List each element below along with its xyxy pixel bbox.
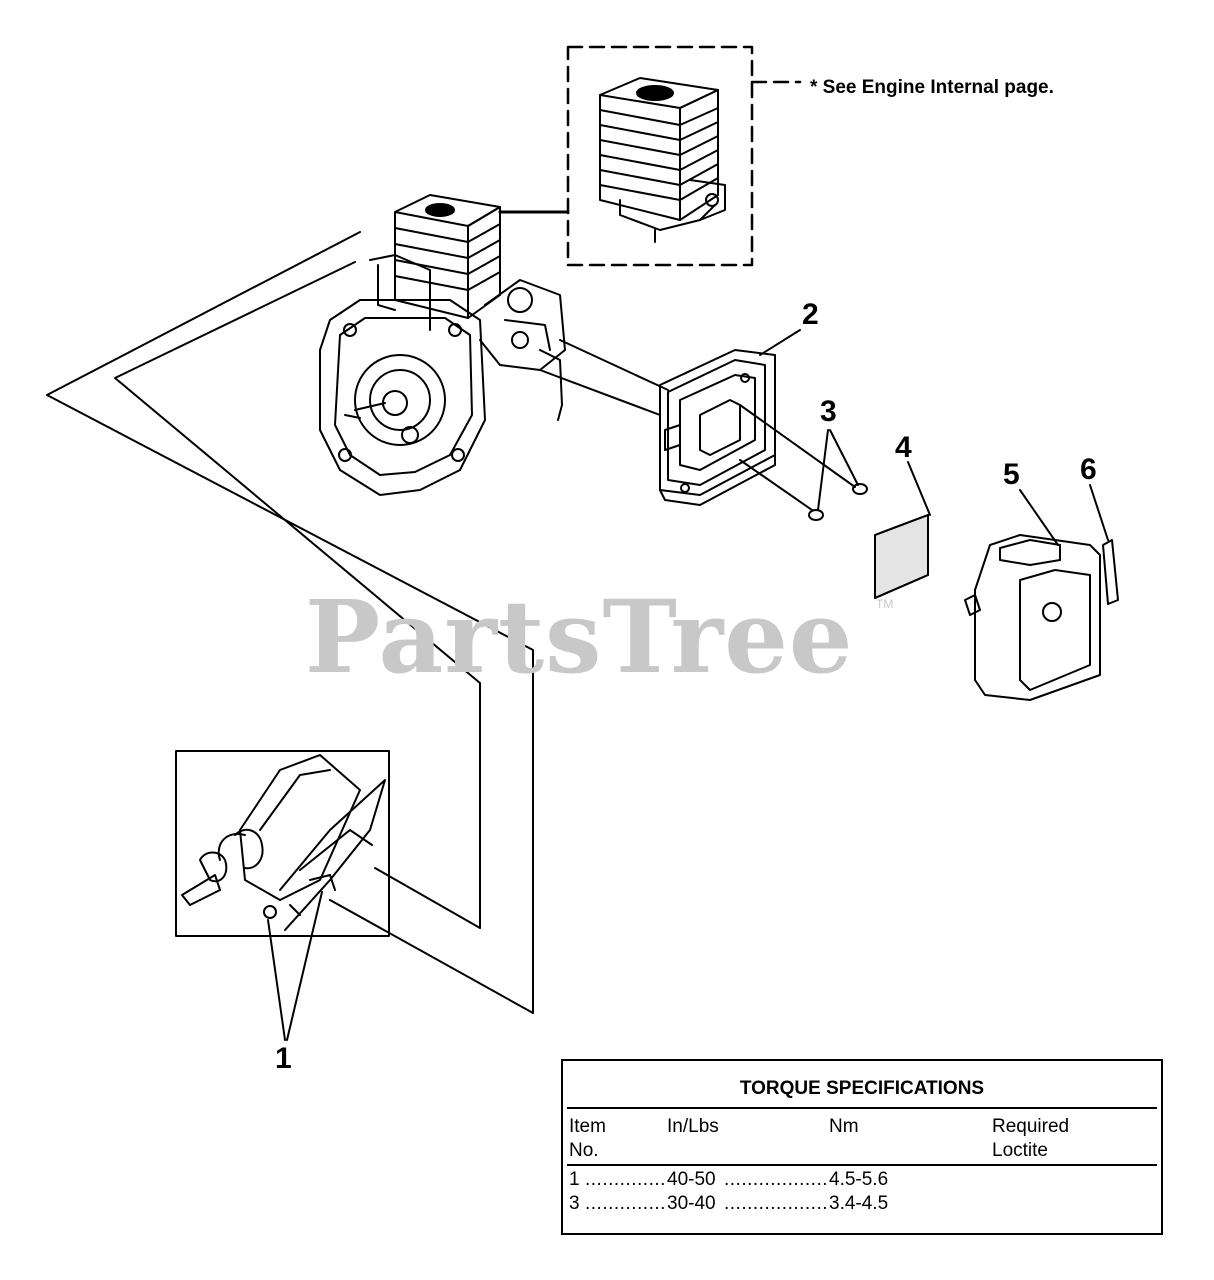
- callout-3-leader-b: [817, 429, 829, 511]
- header-item-no: Item No.: [569, 1115, 606, 1163]
- row-item: 1: [569, 1169, 580, 1190]
- watermark-tm: TM: [876, 597, 894, 611]
- header-required: Required: [992, 1116, 1070, 1137]
- row-nm: 4.5-5.6: [829, 1169, 889, 1190]
- callout-5: 5: [1003, 458, 1020, 491]
- callout-5-leader: [1019, 489, 1059, 546]
- torque-table-header-rule: [567, 1164, 1157, 1166]
- engine-internal-note: * See Engine Internal page.: [810, 77, 1054, 98]
- torque-table-title: TORQUE SPECIFICATIONS: [739, 1078, 985, 1099]
- callout-3: 3: [820, 395, 837, 428]
- callout-1-leader-b: [286, 891, 323, 1041]
- assembly-frame-link-2: [329, 899, 534, 1014]
- engine-assembly-illustration: [319, 194, 566, 496]
- starter-illustration: [181, 754, 386, 931]
- assembly-line-1: [559, 339, 669, 391]
- decal-illustration: [1102, 539, 1119, 605]
- callout-6: 6: [1080, 453, 1097, 486]
- row-dots: ........................................: [724, 1169, 828, 1190]
- table-row: 1 ................................ 40-50…: [569, 1168, 1159, 1192]
- table-row: 3 ................................ 30-40…: [569, 1192, 1159, 1216]
- callout-4: 4: [895, 431, 912, 464]
- callout-1-leader-a: [267, 919, 286, 1041]
- row-dots: ................................: [585, 1169, 665, 1190]
- nut-illustrations: [808, 483, 868, 521]
- callout-1: 1: [275, 1042, 292, 1075]
- header-loctite: Loctite: [992, 1140, 1048, 1161]
- callout-4-leader: [907, 461, 931, 516]
- assembly-frame-link-1: [374, 867, 481, 929]
- header-nm: Nm: [829, 1116, 859, 1137]
- assembly-frame-outer: [46, 231, 534, 1014]
- row-item: 3: [569, 1193, 580, 1214]
- air-filter-base-illustration: [659, 349, 776, 506]
- callout-2: 2: [802, 298, 819, 331]
- assembly-line-3: [739, 404, 856, 488]
- air-filter-cover-illustration: [964, 534, 1101, 701]
- row-inlbs: 40-50: [667, 1169, 716, 1190]
- engine-internal-callout-box: [566, 45, 754, 267]
- starter-inset-box: [175, 750, 390, 937]
- header-inlbs: In/Lbs: [667, 1116, 719, 1137]
- torque-table-title-rule: [567, 1107, 1157, 1109]
- watermark: PartsTree: [305, 578, 854, 696]
- row-dots: ........................................: [724, 1193, 828, 1214]
- callout-2-leader: [759, 329, 801, 356]
- torque-specifications-table: TORQUE SPECIFICATIONS Item No. In/Lbs Nm…: [561, 1059, 1163, 1235]
- header-no: No.: [569, 1140, 599, 1161]
- row-nm: 3.4-4.5: [829, 1193, 889, 1214]
- cylinder-illustration: [599, 77, 726, 243]
- callout-6-leader: [1089, 484, 1109, 541]
- callout-3-leader-a: [829, 429, 859, 486]
- header-required-loctite: Required Loctite: [992, 1115, 1069, 1163]
- assembly-frame-inner: [114, 261, 481, 929]
- foam-filter-illustration: [874, 514, 929, 599]
- row-inlbs: 30-40: [667, 1193, 716, 1214]
- assembly-line-4: [739, 459, 813, 511]
- assembly-line-2: [539, 369, 661, 416]
- row-dots: ................................: [585, 1193, 665, 1214]
- header-item: Item: [569, 1116, 606, 1137]
